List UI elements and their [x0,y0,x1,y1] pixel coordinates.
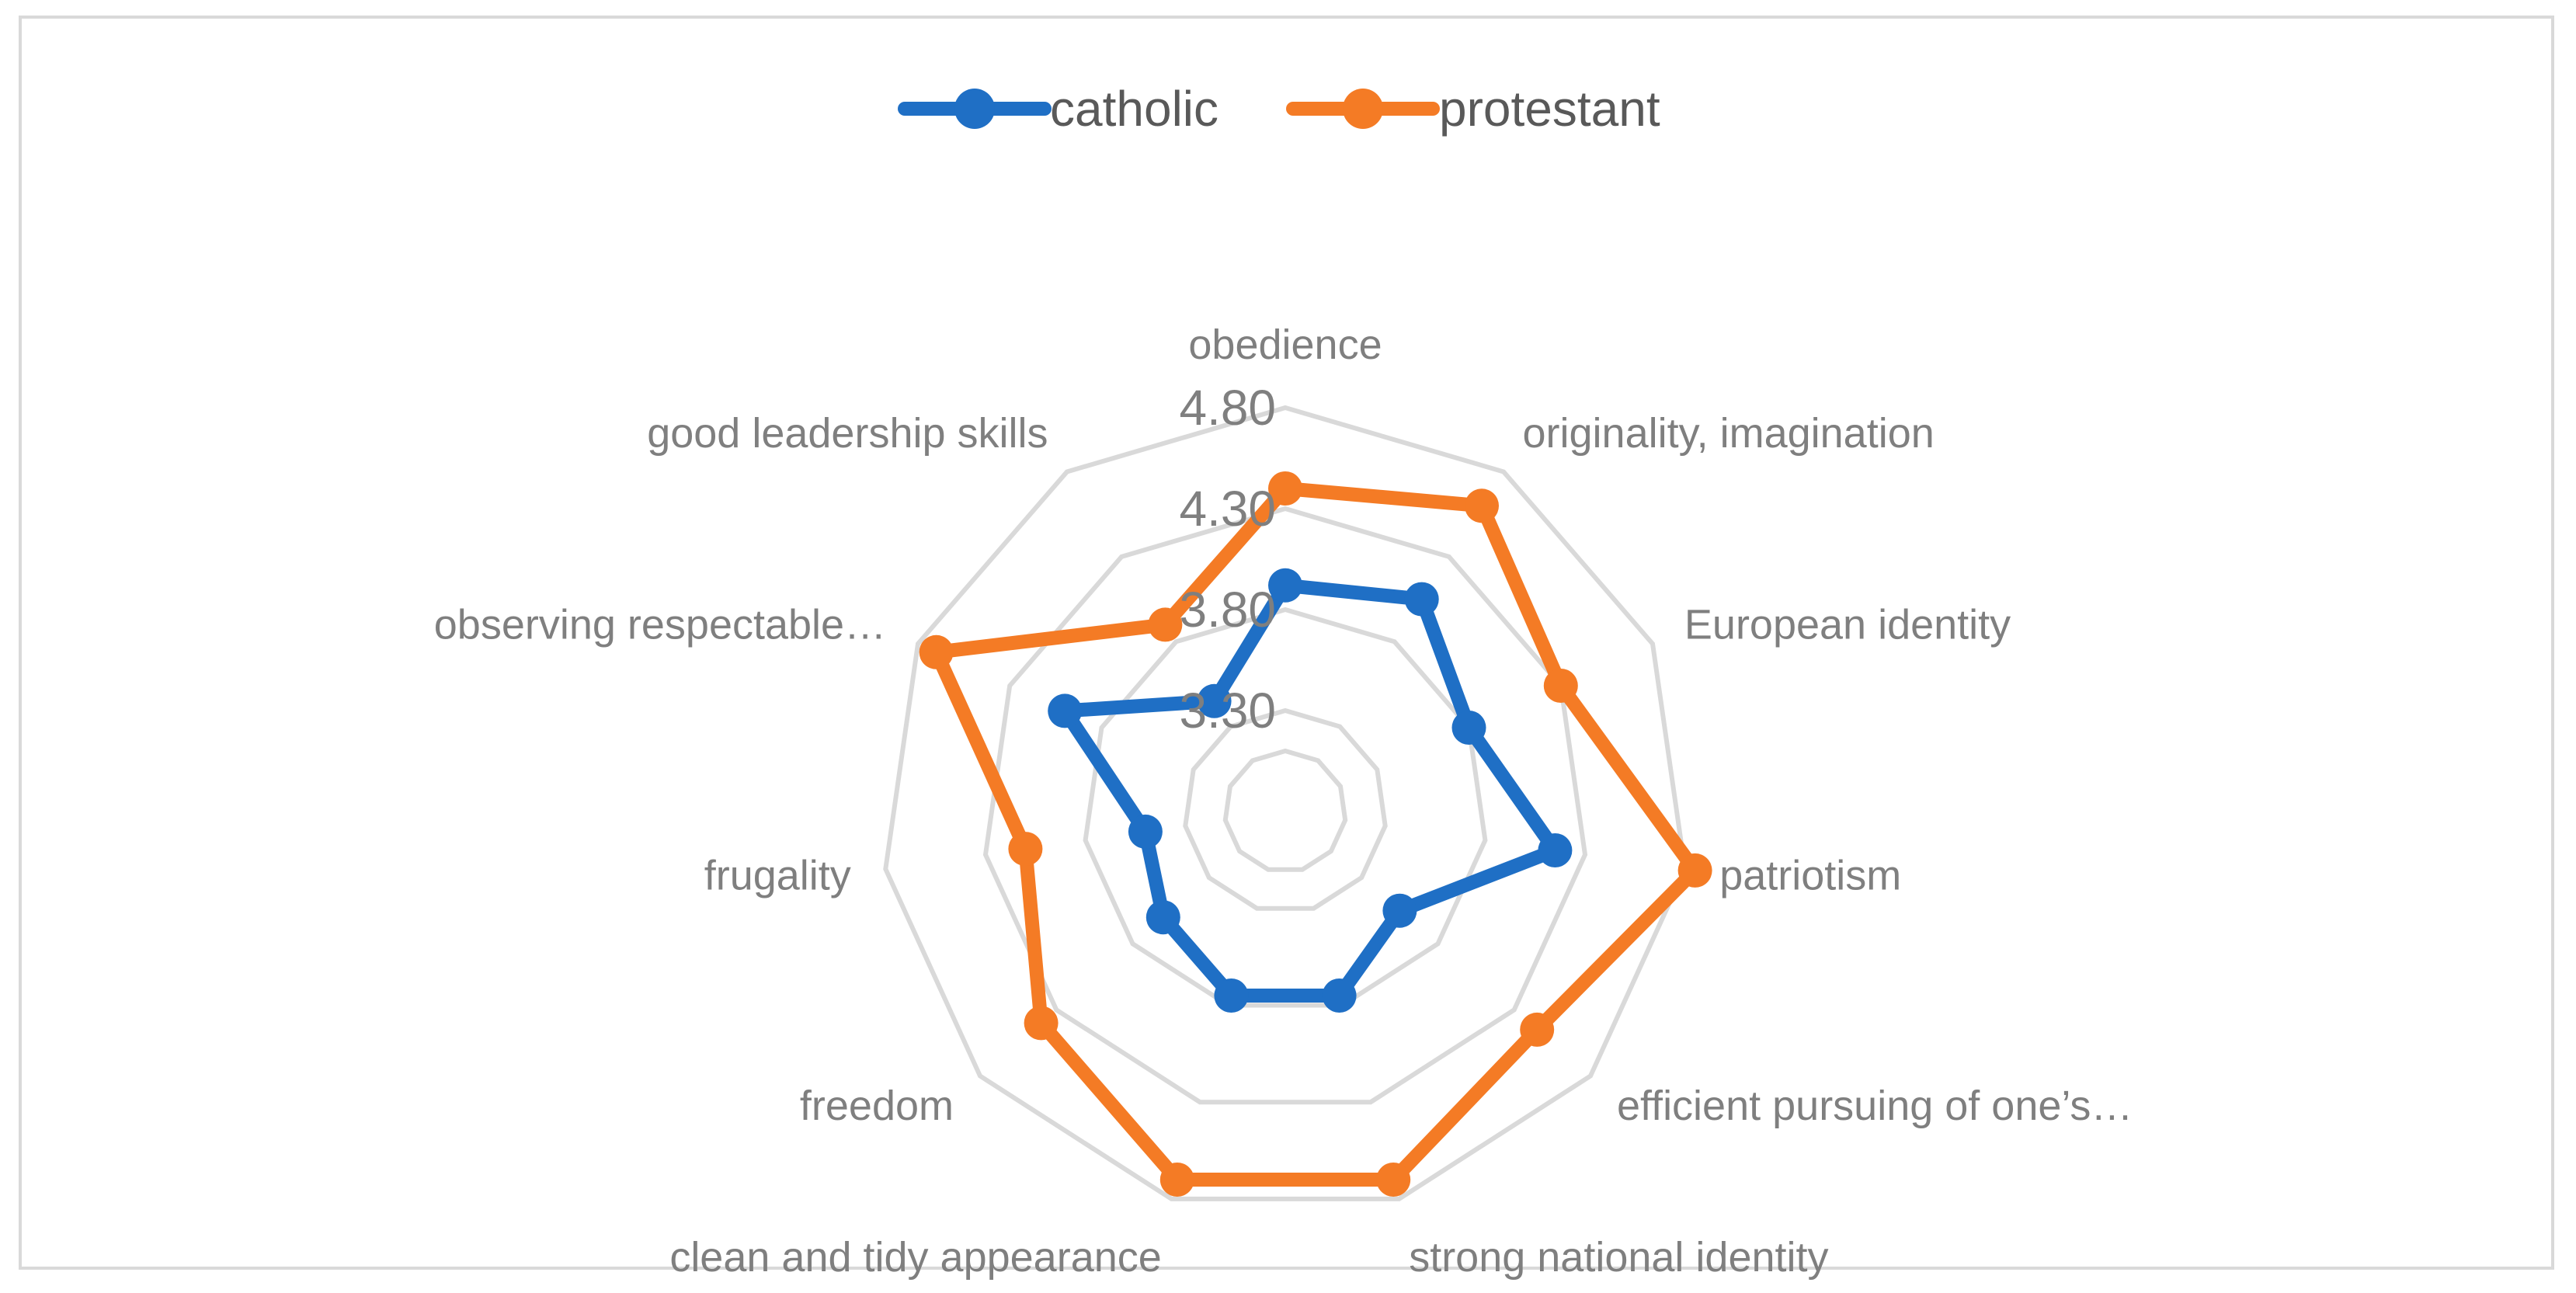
legend: catholic protestant [898,81,1660,137]
data-point-protestant-clean-and-tidy-appearance[interactable] [1159,1163,1194,1197]
data-point-protestant-patriotism[interactable] [1677,853,1712,888]
data-point-catholic-good-leadership-skills[interactable] [1197,683,1232,718]
data-point-protestant-good-leadership-skills[interactable] [1148,607,1183,642]
grid-ring-2 [1083,607,1488,1008]
tick-label-4-80: 4.80 [1179,380,1276,436]
series-line-protestant [929,481,1702,1187]
legend-label-catholic: catholic [1050,81,1218,137]
category-label-european-identity: European identity [1684,602,2011,648]
data-point-protestant-obedience[interactable] [1268,471,1302,506]
data-point-catholic-patriotism[interactable] [1538,833,1573,867]
legend-marker-protestant [1343,89,1383,129]
series-protestant [919,471,1712,1197]
category-label-clean-and-tidy-appearance: clean and tidy appearance [669,1234,1161,1281]
data-point-catholic-clean-and-tidy-appearance[interactable] [1214,978,1249,1013]
radial-tick-labels: 3.30 3.80 4.30 4.80 [1179,380,1276,739]
data-point-catholic-originality-imagination[interactable] [1404,582,1439,617]
series-line-catholic [1058,578,1563,1003]
category-label-originality-imagination: originality, imagination [1523,410,1935,457]
data-point-catholic-european-identity[interactable] [1451,711,1486,745]
category-label-patriotism: patriotism [1719,852,1901,898]
legend-label-protestant: protestant [1439,81,1660,137]
category-label-observing-respectable: observing respectable… [434,602,886,648]
category-label-freedom: freedom [800,1083,954,1129]
data-point-catholic-strong-national-identity[interactable] [1322,978,1357,1013]
grid-ring-1 [1183,707,1388,911]
category-label-good-leadership-skills: good leadership skills [647,410,1048,457]
data-point-protestant-efficient-pursuing-of-one-s[interactable] [1520,1012,1555,1047]
data-point-catholic-efficient-pursuing-of-one-s[interactable] [1382,893,1417,928]
series-catholic [1048,568,1573,1013]
category-label-frugality: frugality [704,852,851,898]
tick-label-4-30: 4.30 [1179,481,1276,537]
tick-label-3-80: 3.80 [1179,582,1276,638]
data-point-protestant-observing-respectable[interactable] [919,634,954,669]
category-label-strong-national-identity: strong national identity [1409,1234,1828,1281]
data-point-catholic-frugality[interactable] [1128,814,1163,849]
legend-item-protestant[interactable]: protestant [1286,81,1660,137]
data-point-catholic-freedom[interactable] [1145,900,1180,935]
grid-ring-3 [982,506,1588,1105]
data-point-protestant-strong-national-identity[interactable] [1376,1163,1411,1197]
chart-frame [19,16,2554,1270]
legend-marker-catholic [954,89,995,129]
data-point-catholic-observing-respectable[interactable] [1048,693,1083,728]
category-label-obedience: obedience [1188,322,1382,368]
data-point-protestant-european-identity[interactable] [1543,669,1578,703]
data-point-catholic-obedience[interactable] [1268,568,1302,603]
category-labels: obedience originality, imaginationEuropea… [434,322,2133,1281]
data-point-protestant-freedom[interactable] [1024,1006,1059,1041]
category-label-efficient-pursuing-of-one-s: efficient pursuing of one’s… [1617,1083,2133,1129]
tick-label-3-30: 3.30 [1179,683,1276,739]
grid-ring-4 [883,405,1688,1201]
data-point-protestant-originality-imagination[interactable] [1465,488,1499,523]
legend-item-catholic[interactable]: catholic [898,81,1218,137]
grid-ring-0 [1222,748,1348,872]
data-point-protestant-frugality[interactable] [1008,832,1043,867]
radar-series [919,471,1712,1197]
